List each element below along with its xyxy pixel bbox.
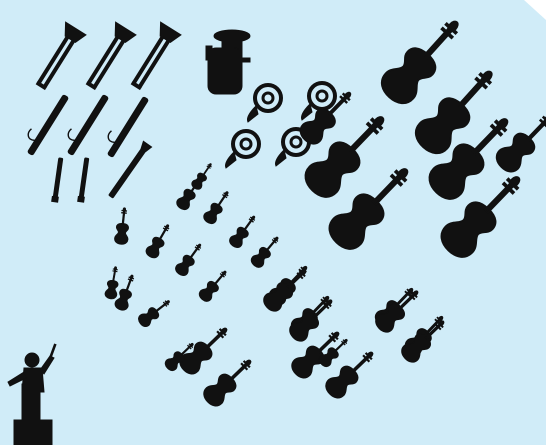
orchestra-seating-illustration (0, 0, 546, 445)
orchestra-scene (0, 0, 546, 445)
